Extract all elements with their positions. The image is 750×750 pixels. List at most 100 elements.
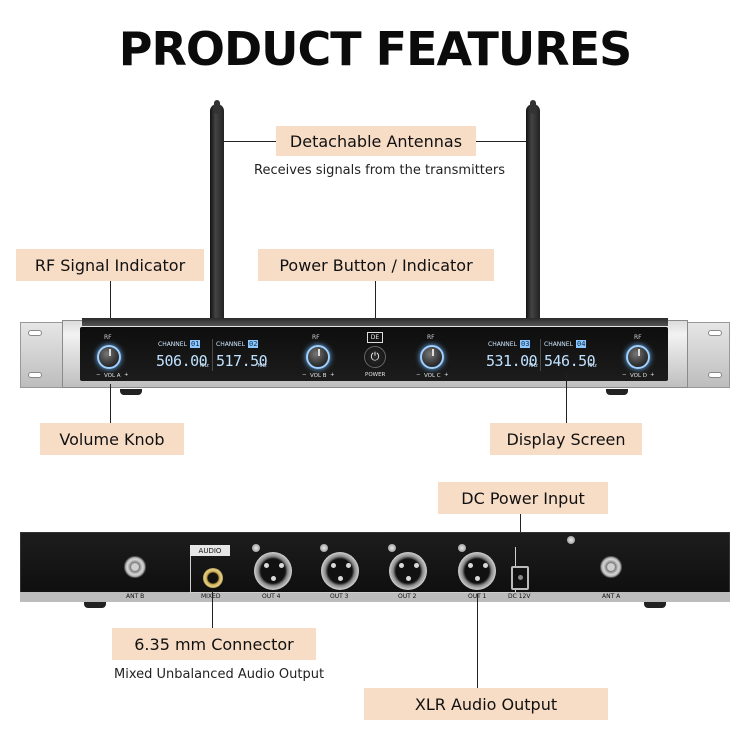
xlr-pin	[414, 563, 419, 568]
rear-label-strip	[20, 592, 730, 602]
vol-label-b: VOL B	[310, 373, 327, 379]
channel-number-03: 03	[520, 340, 531, 348]
volume-knob-d[interactable]	[626, 345, 650, 369]
ant-b-label: ANT B	[126, 593, 145, 600]
rf-label-c: RF	[427, 334, 435, 341]
volume-knob-a[interactable]	[97, 345, 121, 369]
front-top-strip	[82, 318, 668, 326]
xlr-pin	[483, 563, 488, 568]
callout-volume-knob: Volume Knob	[40, 423, 184, 455]
xlr-output-1[interactable]	[458, 552, 496, 590]
antenna-leader-right	[476, 141, 526, 142]
screw	[567, 536, 575, 544]
xlr-pin	[399, 563, 404, 568]
frequency-readout-02: 517.50	[216, 352, 268, 370]
rack-slot	[28, 330, 42, 336]
callout-antennas-sub: Receives signals from the transmitters	[254, 163, 506, 178]
rack-slot	[28, 372, 42, 378]
channel-label: CHANNEL	[544, 341, 573, 348]
screw	[320, 544, 328, 552]
display-screen-left: CHANNEL 01 506.00 MHz CHANNEL 02 517.50 …	[150, 336, 280, 374]
antenna-a-connector[interactable]	[600, 556, 622, 578]
vol-plus-a: +	[124, 372, 129, 378]
xlr-pin	[475, 576, 480, 581]
xlr-pin	[279, 563, 284, 568]
vol-minus-c: −	[416, 372, 421, 378]
xlr-output-2[interactable]	[389, 552, 427, 590]
dc-power-jack[interactable]	[511, 566, 529, 590]
xlr-pin	[271, 576, 276, 581]
left-antenna-tip	[214, 100, 220, 114]
volume-knob-c[interactable]	[420, 345, 444, 369]
foot	[606, 389, 628, 395]
dc-label: DC 12V	[508, 593, 531, 600]
screw	[252, 544, 260, 552]
xlr-output-3[interactable]	[321, 552, 359, 590]
vol-label-a: VOL A	[104, 373, 121, 379]
rf-label-a: RF	[104, 334, 112, 341]
xlr-output-4[interactable]	[254, 552, 292, 590]
rf-leader	[110, 281, 111, 333]
xlr-pin	[468, 563, 473, 568]
xlr-pin	[406, 576, 411, 581]
rf-label-b: RF	[312, 334, 320, 341]
vol-label-d: VOL D	[630, 373, 648, 379]
antenna-b-connector[interactable]	[124, 556, 146, 578]
foot	[84, 602, 106, 608]
rf-label-d: RF	[634, 334, 642, 341]
right-antenna	[526, 104, 540, 322]
foot	[644, 602, 666, 608]
callout-connector-sub: Mixed Unbalanced Audio Output	[114, 667, 325, 682]
callout-detachable-antennas: Detachable Antennas	[276, 126, 476, 156]
right-antenna-tip	[530, 100, 536, 114]
power-label: POWER	[365, 372, 386, 378]
channel-number-04: 04	[576, 340, 587, 348]
power-leader	[375, 281, 376, 323]
channel-label: CHANNEL	[158, 341, 187, 348]
vol-minus-a: −	[96, 372, 101, 378]
display-divider	[212, 339, 213, 371]
channel-label: CHANNEL	[488, 341, 517, 348]
vol-minus-b: −	[302, 372, 307, 378]
vol-plus-c: +	[444, 372, 449, 378]
frequency-readout-01: 506.00	[156, 352, 208, 370]
volume-knob-b[interactable]	[306, 345, 330, 369]
callout-635mm-connector: 6.35 mm Connector	[112, 628, 316, 660]
channel-number-01: 01	[190, 340, 201, 348]
ant-a-label: ANT A	[602, 593, 621, 600]
mixed-label: MIXED	[201, 593, 221, 600]
mhz-unit: MHz	[588, 363, 598, 369]
front-rack-ear-left	[20, 322, 64, 388]
frequency-readout-03: 531.00	[486, 352, 538, 370]
rack-slot	[708, 330, 722, 336]
foot	[120, 389, 142, 395]
channel-number-02: 02	[248, 340, 259, 348]
left-antenna	[210, 104, 224, 322]
xlr-pin	[264, 563, 269, 568]
callout-display-screen: Display Screen	[490, 423, 642, 455]
vol-minus-d: −	[622, 372, 627, 378]
antenna-leader-left	[224, 141, 276, 142]
xlr-leader	[477, 594, 478, 688]
mhz-unit: MHz	[258, 363, 268, 369]
vol-plus-b: +	[330, 372, 335, 378]
audio-tag: AUDIO	[190, 545, 230, 556]
channel-label: CHANNEL	[216, 341, 245, 348]
screw	[458, 544, 466, 552]
power-button[interactable]: ⏻	[364, 346, 386, 368]
mixed-output-jack[interactable]	[203, 568, 223, 588]
callout-power: Power Button / Indicator	[258, 249, 494, 281]
volume-leader	[110, 384, 111, 423]
display-divider	[540, 339, 541, 371]
frequency-readout-04: 546.50	[544, 352, 596, 370]
display-leader	[566, 374, 567, 423]
brand-logo: DE	[367, 332, 383, 343]
mhz-unit: MHz	[200, 363, 210, 369]
display-screen-right: CHANNEL 03 531.00 MHz CHANNEL 04 546.50 …	[480, 336, 610, 374]
out-2-label: OUT 2	[398, 593, 417, 600]
callout-xlr-audio-output: XLR Audio Output	[364, 688, 608, 720]
screw	[388, 544, 396, 552]
xlr-pin	[331, 563, 336, 568]
out-3-label: OUT 3	[330, 593, 349, 600]
callout-rf-signal: RF Signal Indicator	[16, 249, 204, 281]
